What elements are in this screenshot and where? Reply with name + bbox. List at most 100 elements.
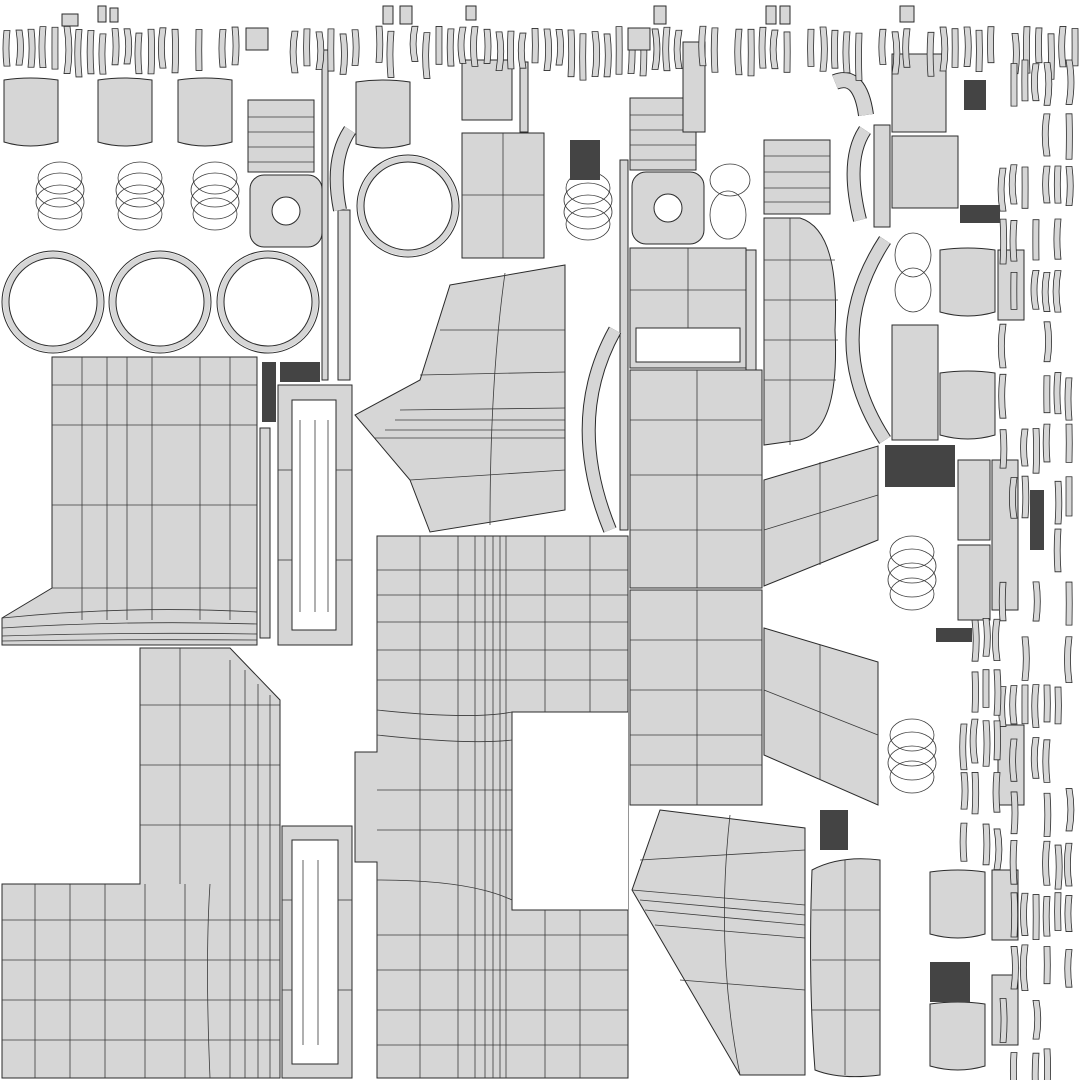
uv-small-strip [470, 26, 479, 67]
uv-small-strip [1031, 684, 1040, 728]
uv-small-strip [289, 30, 299, 74]
uv-small-strip [375, 25, 384, 63]
uv-shell-slanted-panel [354, 264, 566, 533]
uv-small-strip [1053, 218, 1062, 260]
uv-small-strip [507, 30, 515, 70]
uv-small-strip [1009, 839, 1018, 885]
uv-small-strip [134, 32, 143, 75]
uv-small-strip [15, 29, 24, 66]
uv-small-strip [1032, 428, 1041, 474]
uv-small-strip [147, 28, 156, 75]
uv-shell-left-back-panel [1, 356, 258, 646]
uv-shell-upper-center [461, 132, 545, 259]
uv-small-strip [1030, 63, 1040, 102]
uv-small-strip [1058, 26, 1067, 68]
uv-small-strip [1065, 113, 1073, 160]
uv-small-strip [1054, 892, 1062, 931]
uv-small-strip [902, 28, 911, 68]
uv-small-strip [51, 26, 59, 70]
uv-small-strip [1042, 739, 1051, 783]
uv-small-strip [1052, 270, 1062, 313]
uv-small-strip [1021, 59, 1029, 102]
uv-small-strip [98, 33, 107, 75]
uv-shell-upper-slab-right [763, 139, 831, 215]
uv-shell-right-column-lower [629, 589, 763, 806]
uv-small-strip [1054, 480, 1063, 525]
uv-shell-left-wall-l [1, 647, 281, 1079]
uv-shell-door-frame-lower [281, 825, 353, 1079]
uv-small-strip [673, 29, 683, 70]
uv-small-strip [830, 29, 839, 69]
uv-small-strip [939, 26, 949, 72]
uv-small-strip [960, 772, 969, 810]
uv-small-strip [1065, 581, 1073, 626]
uv-small-strip [758, 26, 767, 69]
uv-small-strip [1042, 165, 1051, 204]
uv-small-strip [1053, 165, 1062, 204]
uv-small-strip [1019, 944, 1029, 991]
uv-small-strip [409, 25, 419, 62]
uv-small-strip [218, 29, 227, 68]
uv-small-strip [997, 323, 1007, 369]
uv-small-strip [1054, 686, 1062, 725]
uv-small-strip [1010, 271, 1018, 310]
uv-shell-square-donut [249, 171, 705, 248]
uv-small-strip [662, 26, 671, 72]
uv-small-strip [435, 26, 443, 65]
uv-small-strip [195, 29, 203, 71]
uv-small-strip [1041, 271, 1051, 312]
uv-small-strip [971, 671, 979, 713]
uv-small-strip [991, 618, 1001, 661]
uv-small-strip [1030, 737, 1040, 779]
uv-small-strip [855, 32, 863, 81]
uv-small-strip [1065, 166, 1074, 206]
uv-small-strip [1071, 28, 1079, 67]
uv-small-strip [997, 167, 1007, 212]
uv-small-strip [993, 720, 1001, 761]
uv-small-strip [579, 33, 587, 81]
uv-small-strip [987, 26, 995, 64]
uv-small-strip [969, 718, 979, 764]
uv-small-strip [86, 30, 95, 75]
uv-small-strip [999, 429, 1008, 469]
uv-small-strip [1043, 62, 1053, 106]
uv-small-strip [615, 26, 623, 75]
uv-arc-pieces [329, 72, 891, 533]
uv-small-strip [982, 720, 991, 767]
uv-shell-center-wall [354, 535, 629, 1079]
uv-small-strip [1009, 220, 1018, 262]
uv-small-strip [999, 218, 1008, 265]
uv-small-strip [734, 28, 743, 76]
uv-small-strip [2, 30, 11, 67]
uv-small-strip [1010, 791, 1019, 835]
uv-small-strip [999, 998, 1008, 1043]
uv-small-strip [1032, 219, 1040, 261]
uv-small-strip [339, 33, 348, 75]
uv-small-strip [998, 581, 1007, 622]
uv-small-strip [483, 28, 492, 64]
uv-small-strip [769, 29, 779, 70]
uv-small-strip [1065, 59, 1075, 105]
uv-shell-right-slanted-a [763, 445, 879, 587]
uv-small-strip [710, 27, 719, 73]
uv-small-strip [982, 669, 990, 708]
uv-small-strip [1009, 738, 1018, 782]
uv-small-strip [386, 30, 395, 78]
uv-small-strip [567, 29, 576, 78]
uv-small-strip [971, 619, 980, 662]
uv-top-blocks [61, 5, 915, 51]
uv-small-strip [1008, 477, 1018, 519]
uv-small-strip [878, 28, 887, 65]
uv-small-strip [959, 723, 968, 771]
uv-small-strip [1010, 946, 1019, 990]
uv-small-strip [1065, 788, 1075, 832]
uv-small-strip [1008, 164, 1018, 205]
uv-small-strip [351, 29, 360, 66]
uv-small-strip [842, 31, 851, 74]
uv-small-strip [74, 29, 83, 78]
uv-small-strip [1030, 269, 1040, 310]
uv-small-strip [27, 28, 36, 68]
uv-small-strip [543, 28, 553, 71]
uv-small-strip [963, 26, 972, 67]
uv-shell-right-slanted-b [763, 627, 879, 806]
